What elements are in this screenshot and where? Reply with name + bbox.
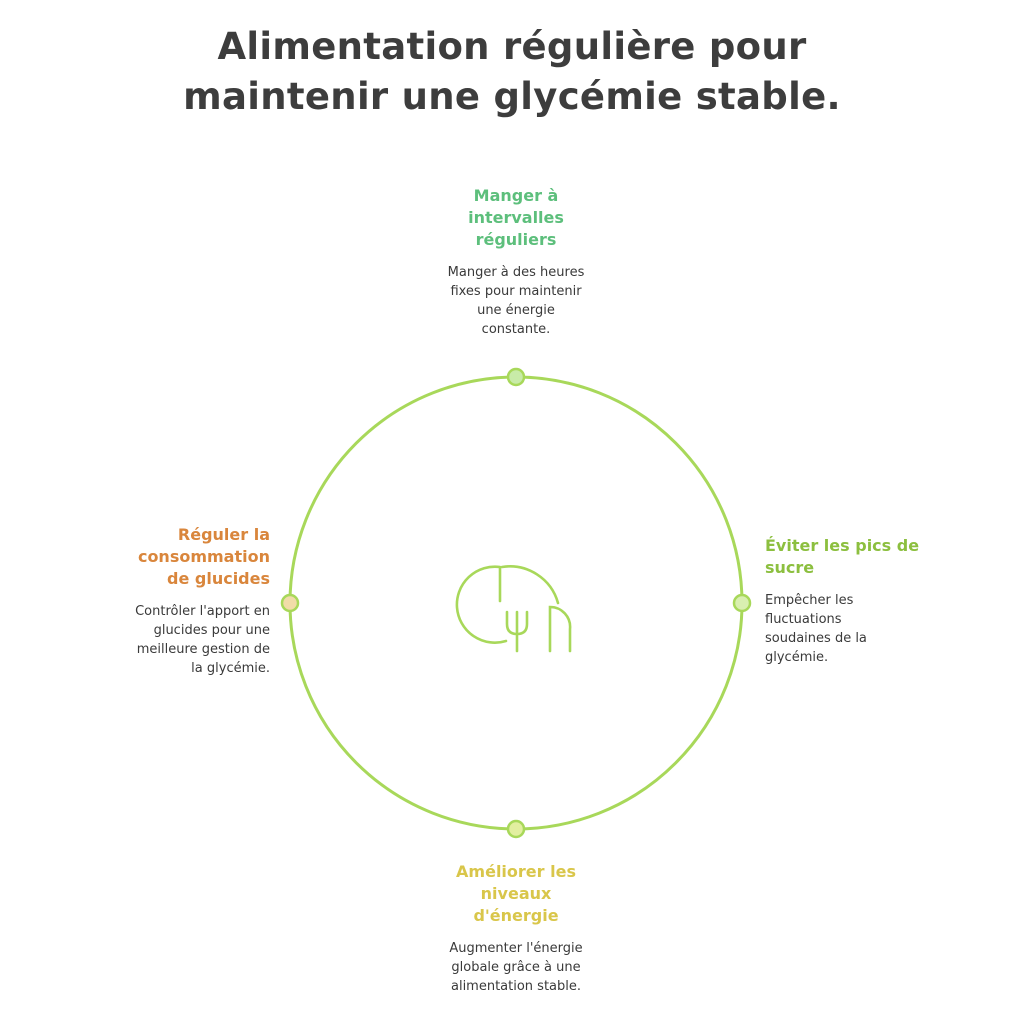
item-right-desc-line: fluctuations xyxy=(765,612,842,627)
item-left-heading-line: consommation xyxy=(137,547,270,566)
item-left: Réguler la consommation de glucides Cont… xyxy=(20,524,270,678)
item-bottom-heading: Améliorer les niveaux d'énergie xyxy=(396,861,636,927)
page-title: Alimentation régulière pour maintenir un… xyxy=(0,22,1024,122)
item-top-desc-line: Manger à des heures xyxy=(447,265,585,280)
title-line-1: Alimentation régulière pour xyxy=(217,25,807,68)
item-top-description: Manger à des heures fixes pour maintenir… xyxy=(396,263,636,339)
item-top-heading-line: intervalles xyxy=(468,208,564,227)
item-bottom-heading-line: d'énergie xyxy=(473,906,559,925)
item-top: Manger à intervalles réguliers Manger à … xyxy=(396,185,636,339)
item-left-desc-line: la glycémie. xyxy=(191,661,270,676)
item-left-heading-line: de glucides xyxy=(167,569,270,588)
item-right-desc-line: glycémie. xyxy=(765,650,829,665)
item-right-heading: Éviter les pics de sucre xyxy=(765,535,1015,579)
item-bottom-heading-line: Améliorer les xyxy=(456,862,576,881)
item-left-desc-line: Contrôler l'apport en xyxy=(135,604,270,619)
node-right xyxy=(732,593,752,613)
node-left xyxy=(280,593,300,613)
item-left-description: Contrôler l'apport en glucides pour une … xyxy=(20,602,270,678)
item-left-heading: Réguler la consommation de glucides xyxy=(20,524,270,590)
item-bottom: Améliorer les niveaux d'énergie Augmente… xyxy=(396,861,636,996)
item-right-description: Empêcher les fluctuations soudaines de l… xyxy=(765,591,1015,667)
item-bottom-heading-line: niveaux xyxy=(480,884,552,903)
item-bottom-description: Augmenter l'énergie globale grâce à une … xyxy=(396,939,636,996)
item-right-heading-line: Éviter les pics de xyxy=(765,536,920,555)
node-top xyxy=(506,367,526,387)
item-top-desc-line: fixes pour maintenir xyxy=(450,284,582,299)
item-left-desc-line: meilleure gestion de xyxy=(136,642,270,657)
cycle-circle xyxy=(288,375,744,831)
item-left-desc-line: glucides pour une xyxy=(153,623,270,638)
stomach-meal-icon xyxy=(455,565,572,653)
item-top-desc-line: une énergie xyxy=(477,303,555,318)
item-right: Éviter les pics de sucre Empêcher les fl… xyxy=(765,535,1015,667)
item-bottom-desc-line: alimentation stable. xyxy=(450,979,582,994)
item-bottom-desc-line: globale grâce à une xyxy=(451,960,581,975)
title-line-2: maintenir une glycémie stable. xyxy=(183,75,841,118)
item-top-heading: Manger à intervalles réguliers xyxy=(396,185,636,251)
node-bottom xyxy=(506,819,526,839)
item-left-heading-line: Réguler la xyxy=(177,525,270,544)
item-top-desc-line: constante. xyxy=(481,322,551,337)
item-top-heading-line: réguliers xyxy=(475,230,557,249)
item-right-heading-line: sucre xyxy=(765,558,815,577)
item-right-desc-line: soudaines de la xyxy=(765,631,867,646)
item-top-heading-line: Manger à xyxy=(473,186,559,205)
item-right-desc-line: Empêcher les xyxy=(765,593,854,608)
item-bottom-desc-line: Augmenter l'énergie xyxy=(449,941,583,956)
